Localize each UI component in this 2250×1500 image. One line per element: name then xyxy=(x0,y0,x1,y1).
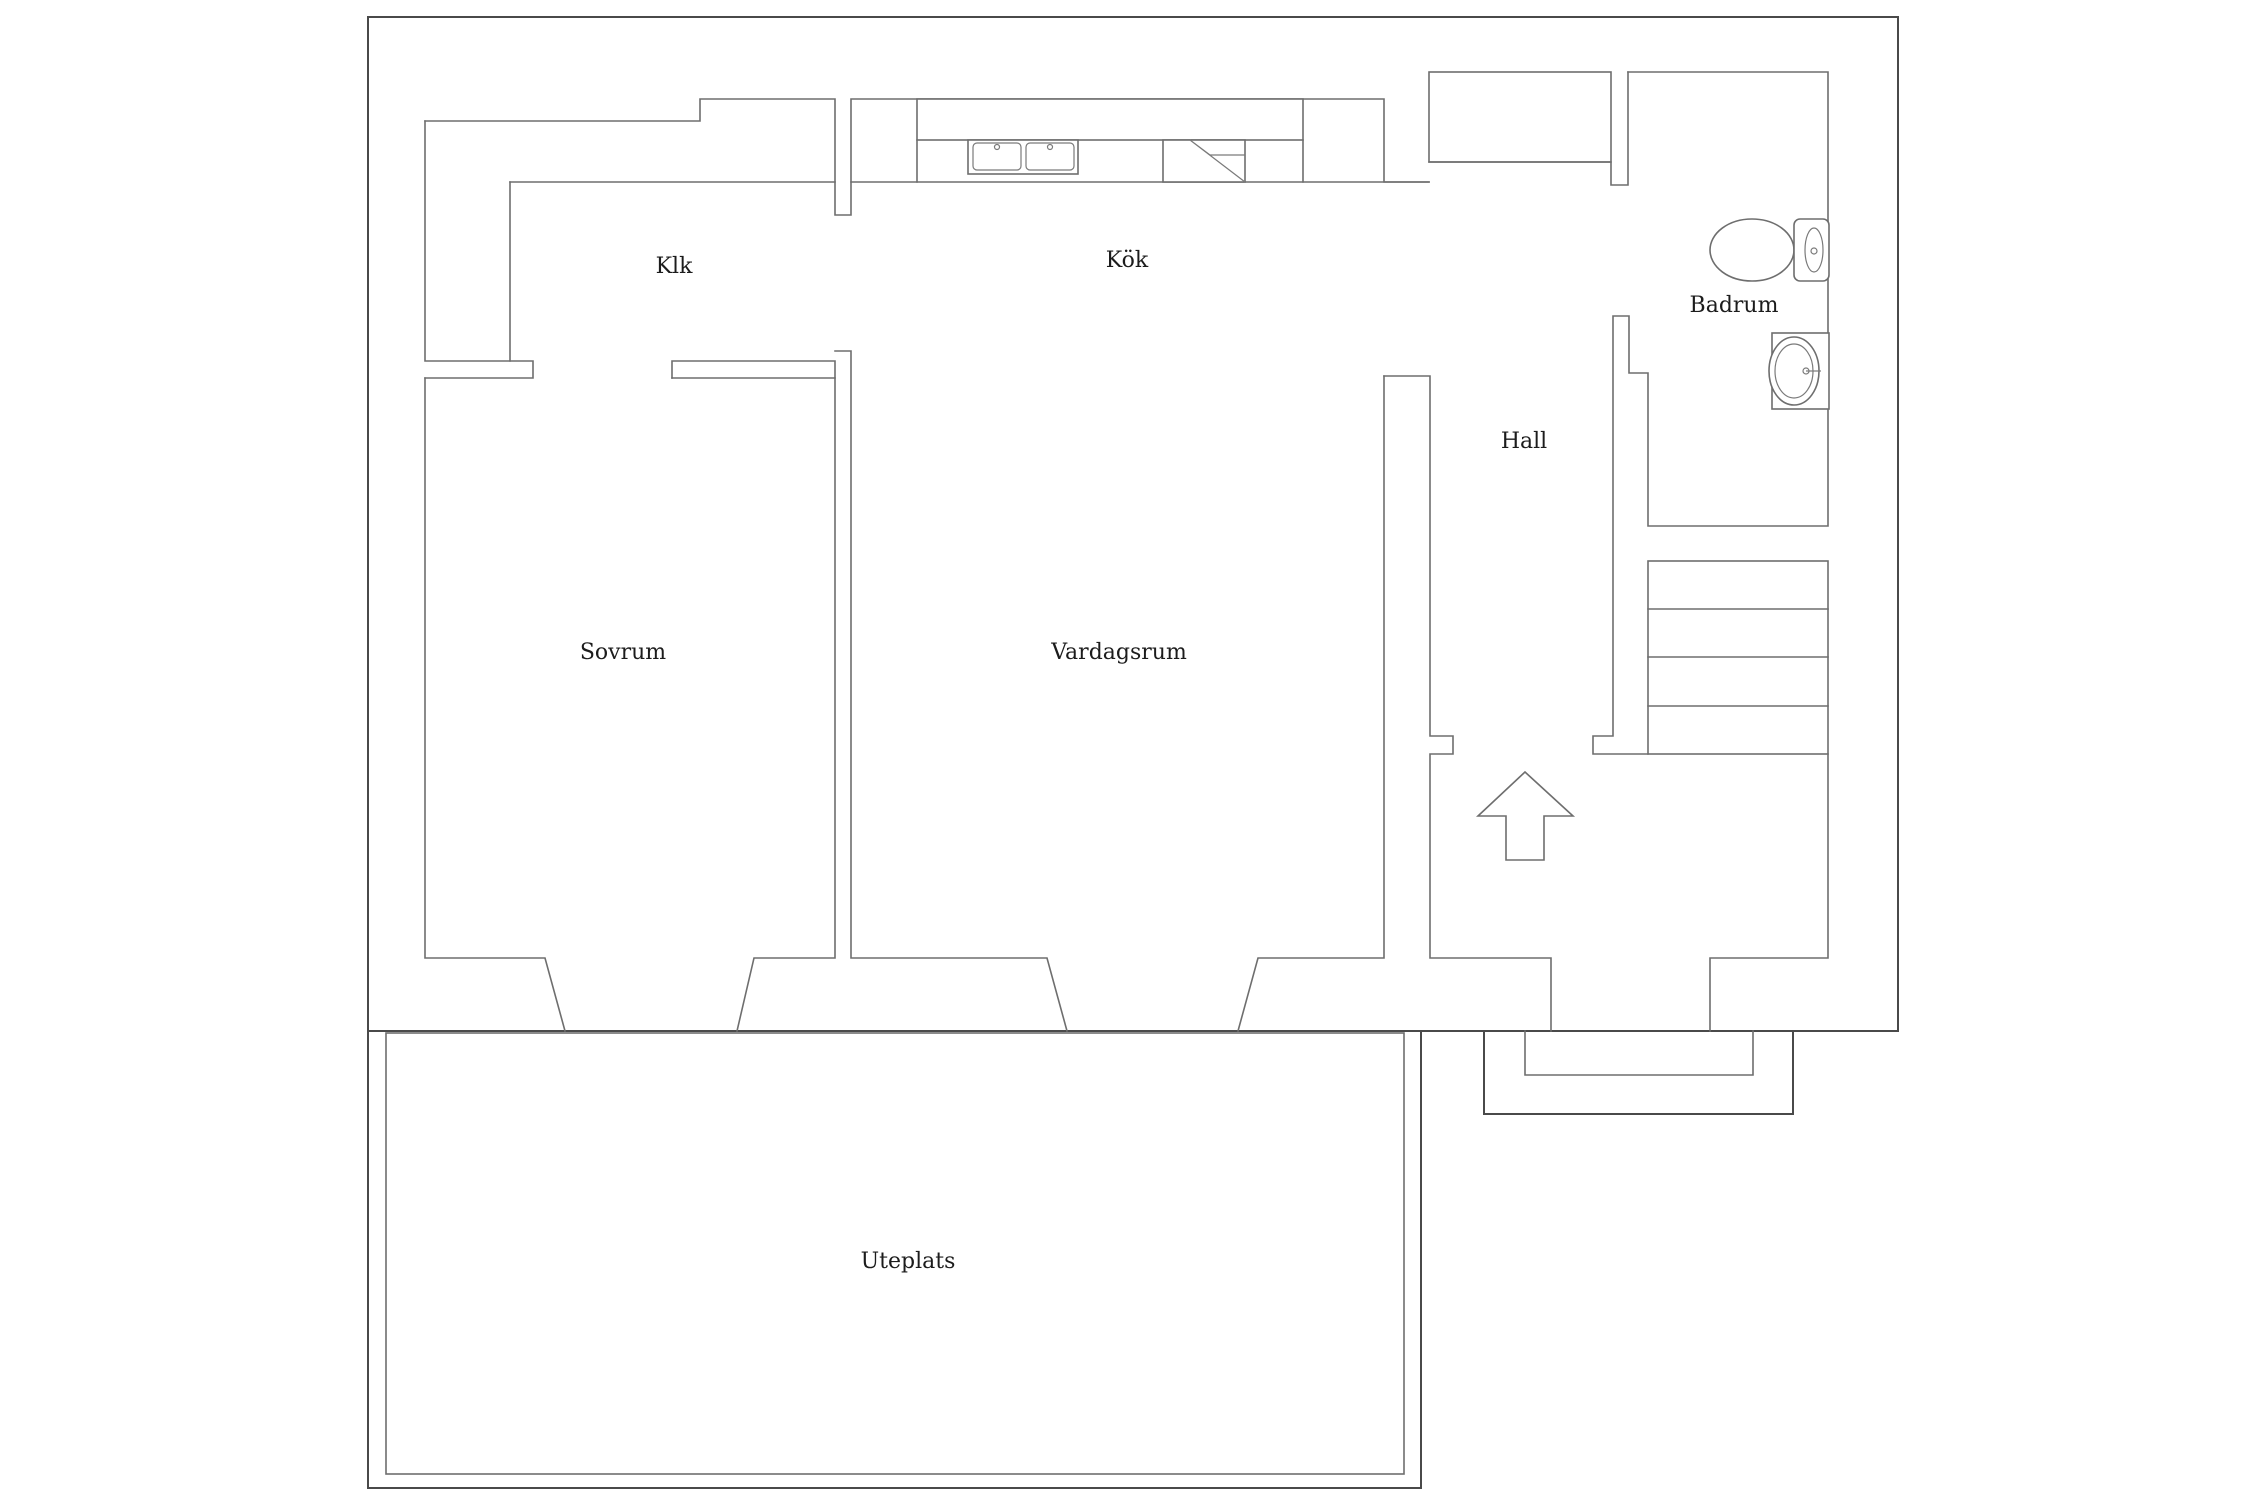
room-label-uteplats: Uteplats xyxy=(861,1249,956,1274)
stairs-icon xyxy=(1647,560,1829,755)
sovrum-right-wall xyxy=(736,377,836,1032)
bathroom-outline xyxy=(1592,71,1829,755)
vardagsrum-right-wall xyxy=(1237,375,1385,1032)
room-labels: Klk Kök Badrum Hall Sovrum Vardagsrum Ut… xyxy=(580,248,1779,1274)
kitchen-counter xyxy=(916,98,1304,183)
sovrum-top-wall xyxy=(671,360,836,379)
hall-left-wall xyxy=(1383,375,1552,1032)
kitchen-counter-top xyxy=(916,98,1304,141)
closet-box-bottom xyxy=(1428,71,1629,186)
toilet-icon xyxy=(1709,218,1830,282)
entrance-step-outer xyxy=(1483,1031,1794,1115)
room-label-sovrum: Sovrum xyxy=(580,640,666,665)
room-label-klk: Klk xyxy=(656,254,693,279)
entrance-step-inner xyxy=(1524,1030,1754,1076)
klk-left-wall xyxy=(424,120,534,379)
room-label-vardagsrum: Vardagsrum xyxy=(1050,640,1187,665)
closet-box xyxy=(1428,71,1612,163)
kitchen-counter-base xyxy=(916,139,1304,183)
entrance-arrow-icon xyxy=(1475,770,1576,861)
stove-icon xyxy=(1162,139,1246,183)
exterior-walls xyxy=(367,16,1899,1032)
room-label-badrum: Badrum xyxy=(1690,293,1779,318)
kitchen-sink-icon xyxy=(967,139,1079,175)
vardagsrum-wall xyxy=(834,350,1068,1032)
washbasin-icon xyxy=(1768,332,1830,410)
klk-wall xyxy=(424,98,1430,216)
sovrum-wall xyxy=(424,377,566,1032)
terrace xyxy=(367,1031,1422,1489)
room-label-kok: Kök xyxy=(1106,248,1149,273)
terrace-outer xyxy=(367,1031,1422,1489)
outer-wall xyxy=(367,16,1899,1032)
interior-walls xyxy=(424,71,1829,1115)
hall-right-wall xyxy=(1709,753,1829,1032)
terrace-inner xyxy=(385,1032,1405,1475)
room-label-hall: Hall xyxy=(1501,429,1547,454)
